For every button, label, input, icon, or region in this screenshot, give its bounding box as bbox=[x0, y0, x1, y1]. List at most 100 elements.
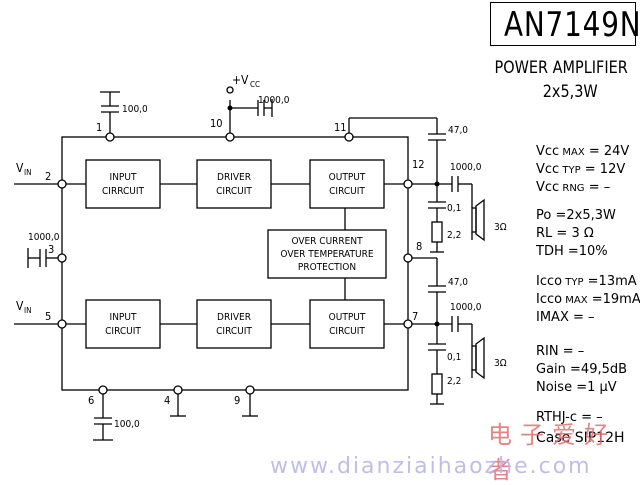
driver-bottom-line2: CIRCUIT bbox=[216, 326, 252, 337]
spec-value: =19mA bbox=[587, 292, 640, 307]
spec-subscript: TYP bbox=[559, 165, 581, 176]
output-circuit-bottom bbox=[309, 299, 385, 349]
spec-symbol: RTHJ-c bbox=[536, 410, 578, 425]
spec-value: = 24V bbox=[584, 144, 630, 159]
c-pin11-value: 47,0 bbox=[448, 125, 468, 136]
spec-row: TDH =10% bbox=[536, 244, 608, 259]
spec-symbol: Vcc bbox=[536, 180, 560, 195]
spec-subscript: MAX bbox=[559, 147, 585, 158]
spec-value: =1 µV bbox=[572, 380, 617, 395]
spec-value: =10% bbox=[563, 244, 608, 259]
driver-bottom-line1: DRIVER bbox=[217, 312, 251, 323]
spec-row: Vcc TYP = 12V bbox=[536, 162, 625, 177]
ic-outline bbox=[61, 136, 409, 391]
driver-circuit-bottom bbox=[196, 299, 272, 349]
spec-value: = – bbox=[568, 310, 595, 325]
c-pin8-value: 47,0 bbox=[448, 277, 468, 288]
input-top-line1: INPUT bbox=[110, 172, 137, 183]
spec-symbol: RL bbox=[536, 226, 553, 241]
pin-label-7: 7 bbox=[412, 310, 418, 323]
pin-label-3: 3 bbox=[48, 243, 54, 256]
pin-label-6: 6 bbox=[88, 394, 94, 407]
spec-subscript: MAX bbox=[562, 295, 588, 306]
protection-line1: OVER CURRENT bbox=[291, 236, 363, 247]
spec-row: RIN = – bbox=[536, 344, 584, 359]
spec-subscript: TYP bbox=[562, 277, 584, 288]
c-pin6-value: 100,0 bbox=[114, 419, 140, 430]
spec-value: = – bbox=[558, 344, 585, 359]
spec-symbol: IMAX bbox=[536, 310, 569, 325]
spec-symbol: Po bbox=[536, 208, 552, 223]
c-pin10-value: 1000,0 bbox=[258, 95, 290, 106]
c-zobel-top-value: 0,1 bbox=[447, 203, 461, 214]
c-out7-value: 1000,0 bbox=[450, 302, 482, 313]
spec-value: =49,5dB bbox=[565, 362, 628, 377]
pin-label-10: 10 bbox=[210, 117, 223, 130]
vin-top-subscript: IN bbox=[24, 168, 32, 177]
protection-line2: OVER TEMPERATURE bbox=[280, 249, 373, 260]
output-top-line1: OUTPUT bbox=[329, 172, 366, 183]
spec-value: =13mA bbox=[583, 274, 637, 289]
watermark-chinese: 电子爱好者 bbox=[488, 421, 616, 484]
vcc-subscript: CC bbox=[250, 80, 260, 89]
spk-top-value: 3Ω bbox=[494, 222, 507, 233]
spec-value: = – bbox=[584, 180, 611, 195]
vin-bottom-label: V bbox=[16, 299, 24, 313]
input-bottom-line1: INPUT bbox=[110, 312, 137, 323]
c-pin1-value: 100,0 bbox=[122, 104, 148, 115]
case-row: Case SIP12H bbox=[536, 430, 625, 446]
spec-symbol: Vcc bbox=[536, 162, 560, 177]
spec-row: RTHJ-c = – bbox=[536, 410, 603, 425]
watermark-url: www.dianziaihaozhe.com bbox=[270, 454, 592, 479]
output-bottom-line1: OUTPUT bbox=[329, 312, 366, 323]
input-bottom-line2: CIRCUIT bbox=[105, 326, 141, 337]
spec-value: = 12V bbox=[580, 162, 626, 177]
pin-label-4: 4 bbox=[164, 394, 170, 407]
part-number: AN7149N bbox=[503, 5, 640, 45]
device-type: POWER AMPLIFIER bbox=[494, 58, 628, 78]
case-label: Case bbox=[536, 430, 571, 446]
pin-label-5: 5 bbox=[45, 310, 51, 323]
output-bottom-line2: CIRCUIT bbox=[329, 326, 365, 337]
spec-row: Icco MAX =19mA bbox=[536, 292, 640, 307]
protection-block bbox=[267, 229, 387, 279]
spec-row: Icco TYP =13mA bbox=[536, 274, 637, 289]
c-zobel-bottom-value: 0,1 bbox=[447, 352, 461, 363]
spec-symbol: Noise bbox=[536, 380, 573, 395]
pin-label-11: 11 bbox=[334, 121, 347, 134]
channel-power: 2x5,3W bbox=[542, 82, 598, 102]
spk-bottom-value: 3Ω bbox=[494, 358, 507, 369]
spec-row: IMAX = – bbox=[536, 310, 595, 325]
spec-subscript: RNG bbox=[559, 183, 585, 194]
pin-label-8: 8 bbox=[416, 240, 422, 253]
spec-row: Vcc RNG = – bbox=[536, 180, 610, 195]
driver-top-line1: DRIVER bbox=[217, 172, 251, 183]
pin-label-2: 2 bbox=[45, 170, 51, 183]
spec-row: Noise =1 µV bbox=[536, 380, 617, 395]
driver-top-line2: CIRCUIT bbox=[216, 186, 252, 197]
input-top-line2: CIRRCUIT bbox=[102, 186, 144, 197]
part-number-box: AN7149N bbox=[490, 2, 640, 46]
spec-symbol: RIN bbox=[536, 344, 559, 359]
spec-symbol: Gain bbox=[536, 362, 566, 377]
spec-row: Gain =49,5dB bbox=[536, 362, 627, 377]
vcc-label: +V bbox=[232, 73, 249, 87]
r-zobel-bottom-value: 2,2 bbox=[447, 376, 461, 387]
vin-bottom-subscript: IN bbox=[24, 306, 32, 315]
input-circuit-bottom bbox=[85, 299, 161, 349]
spec-row: RL = 3 Ω bbox=[536, 226, 594, 241]
spec-value: = – bbox=[577, 410, 603, 425]
spec-value: = 3 Ω bbox=[552, 226, 594, 241]
input-circuit-top bbox=[85, 159, 161, 209]
pin-label-1: 1 bbox=[96, 121, 102, 134]
output-top-line2: CIRCUIT bbox=[329, 186, 365, 197]
c-pin3-value: 1000,0 bbox=[28, 232, 60, 243]
spec-symbol: Icco bbox=[536, 292, 563, 307]
spec-row: Vcc MAX = 24V bbox=[536, 144, 629, 159]
c-out12-value: 1000,0 bbox=[450, 162, 482, 173]
protection-line3: PROTECTION bbox=[298, 262, 356, 273]
pin-label-12: 12 bbox=[412, 158, 425, 171]
spec-row: Po =2x5,3W bbox=[536, 208, 616, 223]
r-zobel-top-value: 2,2 bbox=[447, 230, 461, 241]
